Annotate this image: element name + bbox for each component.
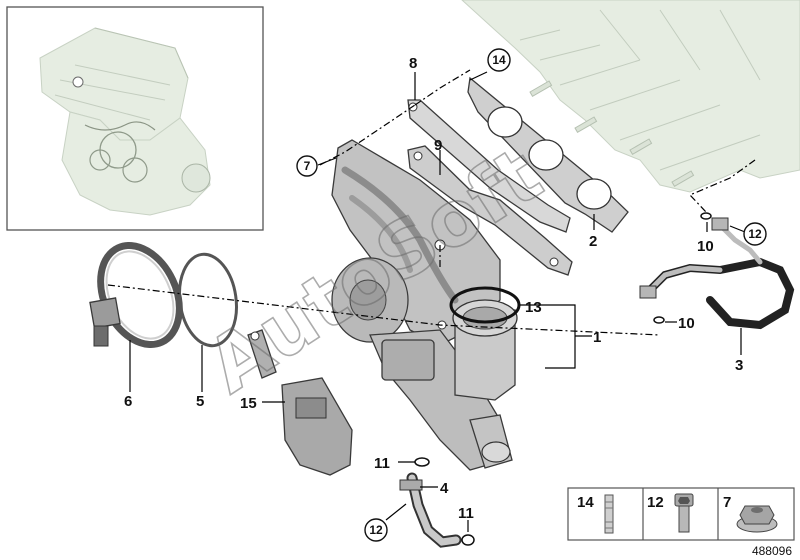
turbo-seal-ring [449, 286, 521, 324]
svg-text:12: 12 [369, 523, 383, 537]
svg-text:7: 7 [304, 159, 311, 173]
legend-item-7: 7 [723, 494, 778, 533]
callout-12-circled-lower: 12 [364, 518, 388, 542]
seal-ring-11-upper [414, 457, 430, 467]
oil-return-pipe [399, 472, 462, 548]
socket-cap-screw-icon [674, 493, 694, 533]
callout-6: 6 [124, 393, 132, 410]
seal-ring-11-lower [461, 534, 475, 546]
callout-10-lower: 10 [678, 315, 695, 332]
callout-11-upper: 11 [374, 455, 390, 472]
callout-5: 5 [196, 393, 204, 410]
figure-number: 488096 [752, 544, 792, 558]
stud-bolt-icon [604, 494, 614, 534]
svg-text:7: 7 [723, 494, 731, 511]
wastegate-actuator [247, 329, 353, 476]
callout-1: 1 [593, 329, 601, 346]
callout-12-circled-upper: 12 [743, 222, 767, 246]
exhaust-manifold-gasket [467, 76, 629, 233]
callout-8: 8 [409, 55, 417, 72]
legend-item-14: 14 [577, 494, 614, 534]
engine-inset [6, 6, 264, 231]
exhaust-gasket-ring [178, 252, 238, 348]
callout-2: 2 [589, 233, 597, 250]
svg-text:14: 14 [577, 494, 594, 511]
oil-feed-line [639, 217, 795, 330]
callout-4: 4 [440, 480, 449, 497]
part-callouts: 8 9 2 13 1 3 10 10 6 5 15 11 4 11 [124, 55, 743, 522]
flange-nut-icon [736, 505, 778, 533]
leader-lines [129, 71, 746, 532]
engine-block-background [461, 0, 800, 193]
callout-11-lower: 11 [458, 505, 474, 522]
callout-10-upper: 10 [697, 238, 714, 255]
callout-9: 9 [434, 137, 442, 154]
svg-text:12: 12 [748, 227, 762, 241]
legend-item-12: 12 [647, 493, 694, 533]
svg-text:12: 12 [647, 494, 664, 511]
callout-14-circled: 14 [487, 48, 511, 72]
seal-ring-10-lower [653, 316, 665, 324]
callout-13: 13 [525, 299, 542, 316]
circled-callouts: 7 14 12 12 [296, 48, 767, 542]
seal-ring-10-upper [700, 212, 712, 220]
callout-3: 3 [735, 357, 743, 374]
support-bracket [407, 145, 573, 276]
callout-15: 15 [240, 395, 257, 412]
callout-7-circled: 7 [296, 155, 318, 177]
assembly-axes [107, 69, 756, 336]
hardware-legend: 14 12 7 [567, 487, 795, 541]
svg-text:14: 14 [492, 53, 506, 67]
heat-shield-strip [407, 99, 571, 233]
v-band-clamp [89, 241, 183, 349]
